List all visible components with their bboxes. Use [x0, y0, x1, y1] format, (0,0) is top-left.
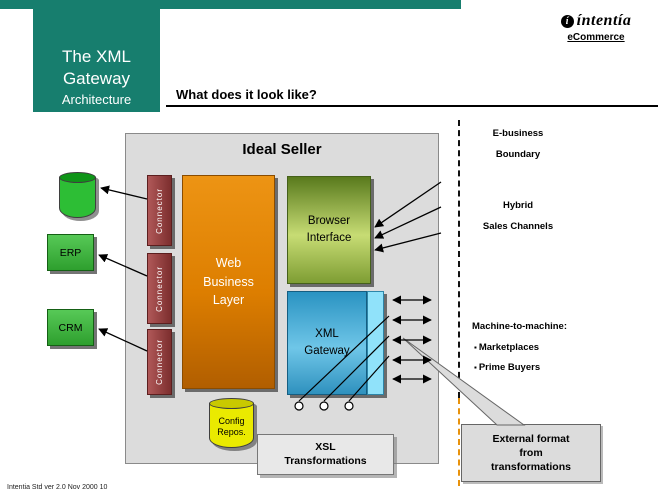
database-cylinder-body: [59, 177, 96, 218]
m2m-item-label: Marketplaces: [478, 342, 540, 353]
bullet-icon: ▪: [474, 343, 477, 352]
intentia-logo: í íntentía eCommerce: [540, 12, 652, 43]
intentia-logo-icon: í: [560, 14, 574, 28]
config-repository-label: Config Repos.: [209, 403, 254, 448]
crm-box: CRM: [47, 309, 94, 346]
config-repository-lid: [209, 398, 254, 409]
hybrid-sales-channels-label: Hybrid Sales Channels: [482, 200, 554, 232]
gateway-interface-strip: [367, 291, 384, 395]
connector-box-2: Connector: [147, 253, 172, 324]
external-format-callout: External format from transformations: [461, 424, 601, 482]
m2m-item-label: Prime Buyers: [478, 362, 541, 373]
connector-box-3: Connector: [147, 329, 172, 395]
divider-line: [166, 105, 658, 107]
ideal-seller-title: Ideal Seller: [242, 141, 322, 158]
title-block: The XML Gateway Architecture: [33, 9, 160, 112]
ebusiness-boundary-label: E-business Boundary: [492, 128, 544, 160]
connector-label: Connector: [155, 187, 164, 234]
connector-box-1: Connector: [147, 175, 172, 246]
slide-title-sub: Architecture: [61, 92, 132, 107]
config-repository-cylinder: Config Repos.: [209, 398, 254, 448]
slide-heading: What does it look like?: [176, 87, 317, 102]
footer-text: Intentia Std ver 2.0 Nov 2000 10: [7, 484, 108, 491]
database-cylinder-lid: [59, 172, 96, 183]
intentia-logo-row: í íntentía: [540, 12, 652, 30]
machine-to-machine-label: Machine-to-machine:: [472, 321, 568, 332]
ideal-seller-container: Ideal Seller: [125, 133, 439, 464]
xml-gateway-box: XML Gateway: [287, 291, 367, 395]
m2m-list-item-marketplaces: ▪Marketplaces: [474, 342, 539, 353]
erp-label: ERP: [59, 246, 82, 259]
m2m-list-item-prime-buyers: ▪Prime Buyers: [474, 362, 540, 373]
database-cylinder: [59, 172, 96, 218]
slide-title: The XML Gateway: [62, 46, 131, 88]
web-business-layer-box: Web Business Layer: [182, 175, 275, 389]
crm-label: CRM: [58, 321, 83, 334]
browser-interface-box: Browser Interface: [287, 176, 371, 284]
connector-label: Connector: [155, 339, 164, 385]
top-accent-band: [0, 0, 461, 9]
boundary-dashed-line-orange: [458, 398, 460, 486]
ebusiness-boundary-dashed-line: [458, 120, 460, 398]
xsl-transformations-box: XSL Transformations: [257, 434, 394, 475]
connector-label: Connector: [155, 265, 164, 312]
brand-name: íntentía: [576, 12, 632, 29]
ecommerce-tagline: eCommerce: [567, 32, 625, 43]
erp-box: ERP: [47, 234, 94, 271]
bullet-icon: ▪: [474, 363, 477, 372]
